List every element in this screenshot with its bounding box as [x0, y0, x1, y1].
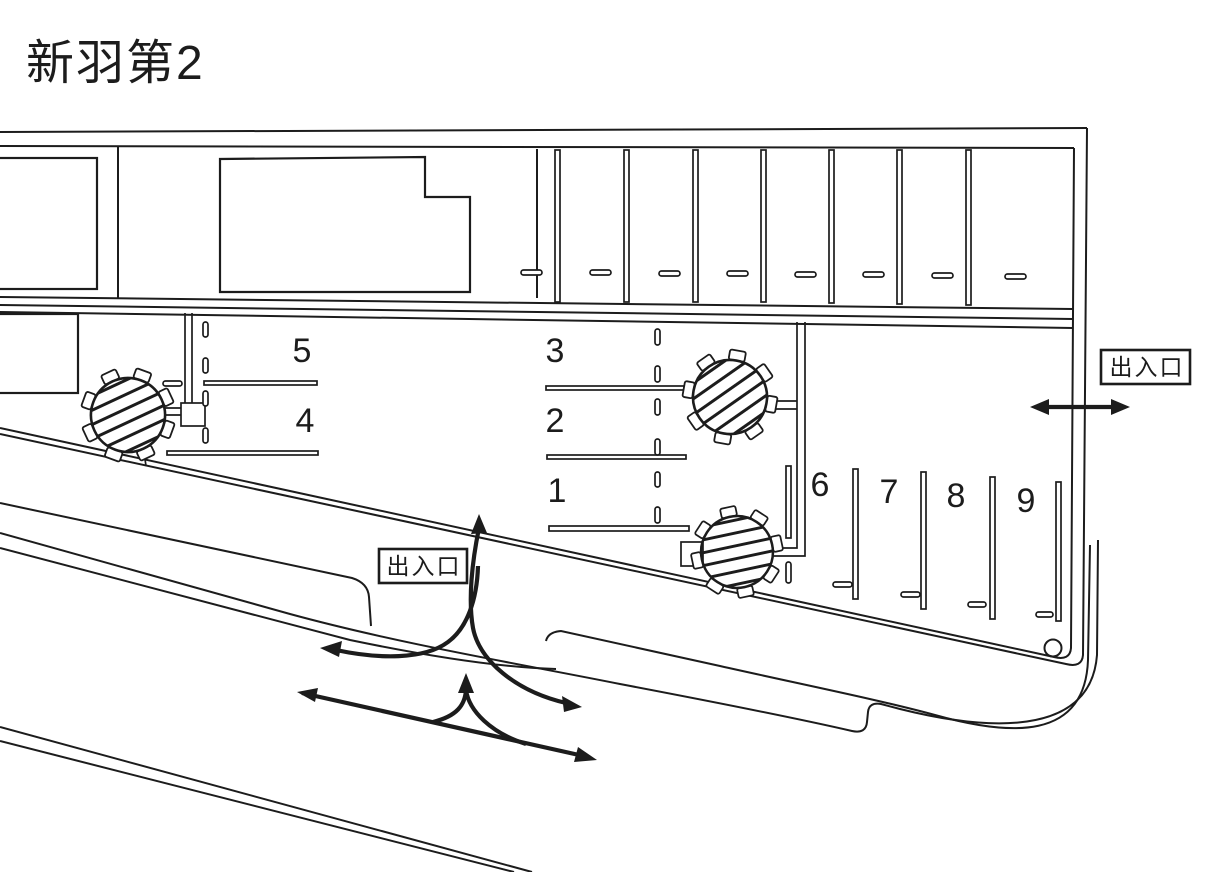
entrance-flow-arrows [320, 514, 582, 712]
space-label-7: 7 [880, 473, 899, 511]
entrance-right-label: 出入口 [1099, 348, 1192, 386]
dashed-guideline-column-middle [654, 328, 661, 524]
corner-circle-marker [1043, 638, 1063, 658]
space-label-3: 3 [546, 332, 565, 370]
space-label-1: 1 [548, 472, 567, 510]
space-label-4: 4 [296, 402, 315, 440]
page-title: 新羽第2 [26, 37, 205, 90]
space-label-6: 6 [811, 466, 830, 504]
road-flow-arrows [297, 673, 597, 762]
entrance-right-text: 出入口 [1110, 354, 1185, 380]
building-block-center [218, 155, 472, 294]
strip-parking-dividers [520, 149, 1027, 306]
space-lines-middle [545, 385, 690, 532]
connector-box-left [180, 402, 206, 427]
tree-icon-top [674, 341, 786, 453]
space-label-2: 2 [546, 402, 565, 440]
dashed-guideline-column-left [202, 321, 209, 444]
road-lines [0, 502, 1099, 872]
left-section [143, 313, 319, 467]
right-section-dividers [785, 465, 1063, 658]
perimeter-strip [0, 127, 1088, 329]
space-lines-left [166, 380, 319, 456]
building-block-left [0, 156, 99, 291]
building-block-lower-left [0, 312, 80, 395]
space-label-5: 5 [293, 332, 312, 370]
entrance-left-label: 出入口 [377, 547, 469, 585]
right-entrance-arrow [1030, 399, 1130, 415]
building-blocks [0, 155, 472, 395]
entrance-left-text: 出入口 [387, 553, 462, 579]
space-label-8: 8 [947, 477, 966, 515]
space-labels: 1 2 3 4 5 6 7 8 9 [293, 332, 1036, 520]
space-label-9: 9 [1017, 482, 1036, 520]
